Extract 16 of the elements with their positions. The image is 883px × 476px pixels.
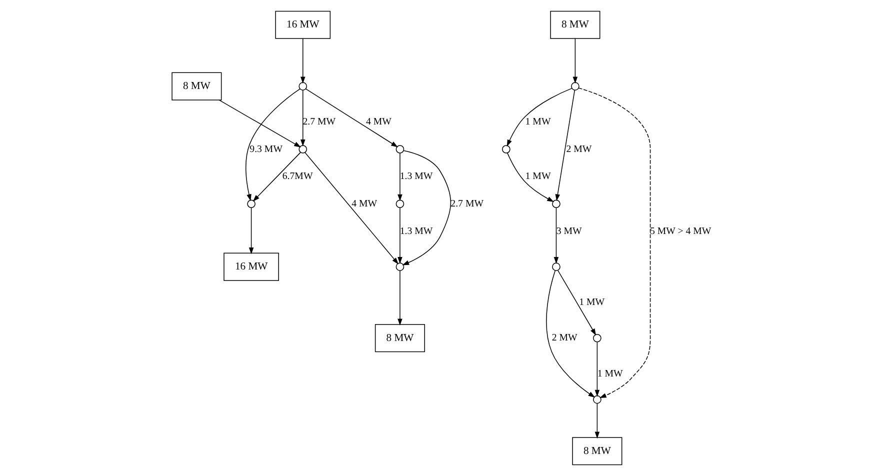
edge-label: 1 MW bbox=[525, 171, 551, 182]
edge-label: 4 MW bbox=[366, 116, 392, 128]
edge-label: 9.3 MW bbox=[250, 144, 283, 155]
edge-label: 1.3 MW bbox=[400, 226, 433, 237]
edge-label: 2 MW bbox=[552, 332, 578, 344]
edge-label: 4 MW bbox=[352, 198, 378, 210]
edge-label: 5 MW > 4 MW bbox=[650, 226, 712, 237]
edge-label: 1 MW bbox=[579, 297, 605, 308]
edge-label: 1 MW bbox=[597, 368, 623, 380]
edge-label: 1.3 MW bbox=[400, 171, 433, 182]
edge-label: 1 MW bbox=[525, 116, 551, 128]
edge-label: 2.7 MW bbox=[450, 198, 484, 210]
edge-label: 2.7 MW bbox=[302, 116, 336, 128]
edge-label: 6.7MW bbox=[282, 171, 313, 182]
edge-label: 2 MW bbox=[566, 144, 592, 155]
edge-label: 3 MW bbox=[556, 226, 582, 237]
